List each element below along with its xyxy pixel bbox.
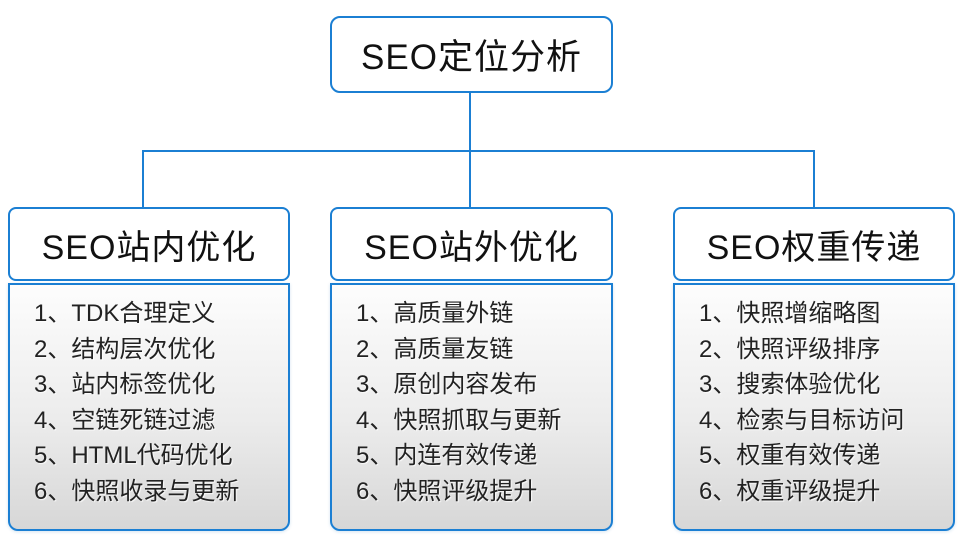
column-header-onsite: SEO站内优化 — [8, 207, 290, 281]
root-node-title: SEO定位分析 — [361, 38, 582, 77]
list-item: 6、快照评级提升 — [356, 477, 538, 505]
column-title: SEO站外优化 — [364, 228, 579, 267]
list-item: 2、高质量友链 — [356, 335, 514, 363]
list-item: 2、结构层次优化 — [34, 335, 216, 363]
column-list-offsite: 1、高质量外链 2、高质量友链 3、原创内容发布 4、快照抓取与更新 5、内连有… — [330, 283, 613, 531]
list-item: 3、站内标签优化 — [34, 371, 216, 398]
column-list-onsite: 1、TDK合理定义 2、结构层次优化 3、站内标签优化 4、空链死链过滤 5、H… — [8, 283, 290, 531]
root-node-seo-positioning: SEO定位分析 — [330, 16, 613, 93]
list-item: 1、TDK合理定义 — [34, 300, 216, 327]
connector-root-stem — [469, 93, 471, 151]
column-header-weight: SEO权重传递 — [673, 207, 955, 281]
connector-branch-middle — [469, 150, 471, 208]
list-item: 1、快照增缩略图 — [699, 300, 881, 327]
connector-horizontal-bus — [142, 150, 815, 152]
column-offsite-optimization: SEO站外优化 1、高质量外链 2、高质量友链 3、原创内容发布 4、快照抓取与… — [330, 207, 613, 531]
list-item: 2、快照评级排序 — [699, 335, 881, 363]
list-item: 6、权重评级提升 — [699, 477, 881, 505]
column-header-offsite: SEO站外优化 — [330, 207, 613, 281]
connector-branch-left — [142, 150, 144, 208]
connector-branch-right — [813, 150, 815, 208]
column-onsite-optimization: SEO站内优化 1、TDK合理定义 2、结构层次优化 3、站内标签优化 4、空链… — [8, 207, 290, 531]
column-weight-transfer: SEO权重传递 1、快照增缩略图 2、快照评级排序 3、搜索体验优化 4、检索与… — [673, 207, 955, 531]
list-item: 4、快照抓取与更新 — [356, 406, 562, 434]
list-item: 6、快照收录与更新 — [34, 477, 240, 505]
column-list-weight: 1、快照增缩略图 2、快照评级排序 3、搜索体验优化 4、检索与目标访问 5、权… — [673, 283, 955, 531]
list-item: 1、高质量外链 — [356, 300, 514, 327]
list-item: 4、检索与目标访问 — [699, 406, 905, 434]
column-title: SEO权重传递 — [706, 228, 922, 267]
list-item: 3、原创内容发布 — [356, 371, 538, 398]
list-item: 5、HTML代码优化 — [34, 442, 233, 469]
list-item: 5、权重有效传递 — [699, 442, 881, 469]
list-item: 5、内连有效传递 — [356, 442, 538, 469]
column-title: SEO站内优化 — [41, 228, 257, 267]
list-item: 4、空链死链过滤 — [34, 406, 216, 434]
list-item: 3、搜索体验优化 — [699, 371, 881, 398]
